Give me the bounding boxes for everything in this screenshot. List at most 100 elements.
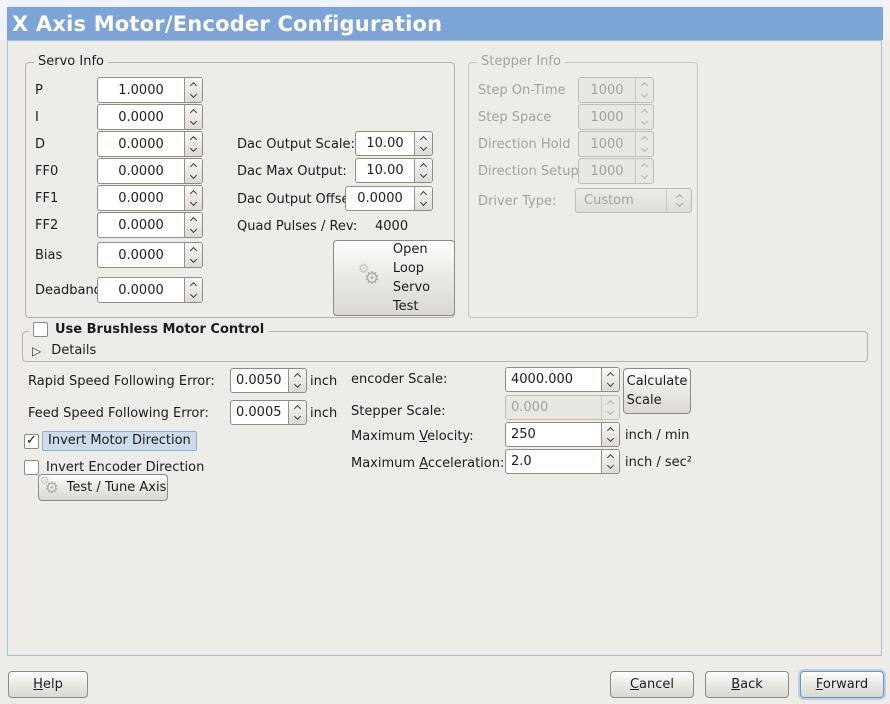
spin-up-button[interactable] <box>185 243 202 255</box>
direction-hold-value: 1000 <box>590 136 624 152</box>
bias-value[interactable]: 0.0000 <box>118 247 164 263</box>
spin-down-button[interactable] <box>602 435 619 447</box>
ff1-value[interactable]: 0.0000 <box>118 190 164 206</box>
spin-down-button[interactable] <box>415 199 432 211</box>
cancel-button[interactable]: Cancel <box>610 671 694 698</box>
spin-up-button[interactable] <box>185 132 202 144</box>
invert-encoder-label[interactable]: Invert Encoder Direction <box>46 460 205 475</box>
rapid-following-error-value[interactable]: 0.0050 <box>236 373 282 388</box>
chevron-up-icon <box>189 108 198 117</box>
back-rest: ack <box>740 677 763 692</box>
dac-output-offset-spinbox[interactable]: 0.0000 <box>345 186 433 211</box>
spin-up-button[interactable] <box>602 423 619 435</box>
chevron-up-icon <box>189 216 198 225</box>
spin-down-button[interactable] <box>185 171 202 183</box>
spin-down-button[interactable] <box>185 144 202 156</box>
spin-up-button[interactable] <box>289 369 306 381</box>
ff2-spinbox[interactable]: 0.0000 <box>97 212 203 238</box>
p-value[interactable]: 1.0000 <box>118 82 164 98</box>
ff2-value[interactable]: 0.0000 <box>118 217 164 233</box>
chevron-down-icon <box>419 171 428 179</box>
spin-down-button[interactable] <box>289 413 306 425</box>
spin-up-button[interactable] <box>415 132 432 144</box>
deadband-value[interactable]: 0.0000 <box>118 282 164 298</box>
spin-down-button[interactable] <box>185 225 202 237</box>
open-loop-servo-test-button[interactable]: ⚙ ⚙ Open Loop Servo Test <box>333 240 455 316</box>
encoder-scale-spinbox[interactable]: 4000.000 <box>505 367 620 392</box>
spin-up-button[interactable] <box>185 278 202 290</box>
p-spinbox[interactable]: 1.0000 <box>97 77 203 103</box>
spin-up-button[interactable] <box>415 187 432 199</box>
spin-down-button[interactable] <box>602 462 619 474</box>
maximum-velocity-spinbox[interactable]: 250 <box>505 422 620 447</box>
spin-up-button[interactable] <box>185 105 202 117</box>
spin-up-button[interactable] <box>185 159 202 171</box>
back-button[interactable]: Back <box>705 671 789 698</box>
chevron-up-icon <box>189 246 198 255</box>
maximum-velocity-value[interactable]: 250 <box>511 427 536 442</box>
bias-spinbox[interactable]: 0.0000 <box>97 242 203 268</box>
d-spinbox[interactable]: 0.0000 <box>97 131 203 157</box>
maximum-acceleration-spinbox[interactable]: 2.0 <box>505 449 620 474</box>
spin-down-button[interactable] <box>185 90 202 102</box>
spin-down-button[interactable] <box>185 290 202 302</box>
p-spin-buttons <box>184 78 202 102</box>
gear-large-icon: ⚙ <box>44 477 59 497</box>
chevron-up-icon <box>293 404 302 412</box>
details-expander[interactable]: ▷ Details <box>32 343 96 358</box>
ff0-spinbox[interactable]: 0.0000 <box>97 158 203 184</box>
encoder-scale-value[interactable]: 4000.000 <box>511 372 574 387</box>
forward-button[interactable]: Forward <box>800 671 884 698</box>
ff0-value[interactable]: 0.0000 <box>118 163 164 179</box>
maximum-acceleration-value[interactable]: 2.0 <box>511 454 532 469</box>
spin-down-button[interactable] <box>185 117 202 129</box>
spin-up-button[interactable] <box>185 186 202 198</box>
spin-down-button[interactable] <box>602 380 619 392</box>
help-button[interactable]: Help <box>8 671 88 698</box>
d-value[interactable]: 0.0000 <box>118 136 164 152</box>
calculate-scale-button[interactable]: Calculate Scale <box>623 368 691 414</box>
spin-up-button[interactable] <box>185 213 202 225</box>
direction-setup-spinbox: 1000 <box>578 158 654 184</box>
quad-pulses-label: Quad Pulses / Rev: <box>237 219 358 234</box>
invert-encoder-checkbox[interactable] <box>24 460 39 475</box>
spin-up-button[interactable] <box>185 78 202 90</box>
chevron-down-icon <box>606 435 615 443</box>
spin-up-button[interactable] <box>602 368 619 380</box>
direction-hold-spinbox: 1000 <box>578 131 654 157</box>
dac-output-scale-spinbox[interactable]: 10.00 <box>355 131 433 156</box>
chevron-down-icon <box>189 90 198 99</box>
maximum-velocity-label: Maximum Velocity: <box>351 429 474 445</box>
i-spinbox[interactable]: 0.0000 <box>97 104 203 130</box>
invert-motor-label[interactable]: Invert Motor Direction <box>42 431 197 451</box>
dac-output-offset-value[interactable]: 0.0000 <box>357 191 403 206</box>
velocity-rest: elocity: <box>427 429 474 444</box>
spin-down-button[interactable] <box>185 198 202 210</box>
i-value[interactable]: 0.0000 <box>118 109 164 125</box>
deadband-spin-buttons <box>184 278 202 302</box>
spin-up-button[interactable] <box>602 450 619 462</box>
feed-following-error-spinbox[interactable]: 0.0005 <box>230 400 307 425</box>
spin-up-button[interactable] <box>289 401 306 413</box>
dac-max-output-spinbox[interactable]: 10.00 <box>355 158 433 183</box>
step-on-time-spinbox: 1000 <box>578 77 654 103</box>
spin-down-button[interactable] <box>185 255 202 267</box>
spin-down-button[interactable] <box>289 381 306 393</box>
spin-down-button[interactable] <box>415 144 432 156</box>
servo-info-frame-title: Servo Info <box>34 54 108 69</box>
test-tune-axis-button[interactable]: ⚙ ⚙ Test / Tune Axis <box>38 474 168 501</box>
invert-motor-checkbox[interactable]: ✓ <box>24 434 39 449</box>
stepper-info-frame-title: Stepper Info <box>477 54 565 69</box>
dac-max-output-value[interactable]: 10.00 <box>366 163 404 178</box>
ff1-spinbox[interactable]: 0.0000 <box>97 185 203 211</box>
back-button-label: Back <box>731 677 763 692</box>
spin-up-button[interactable] <box>415 159 432 171</box>
spin-down-button[interactable] <box>415 171 432 183</box>
use-brushless-checkbox[interactable] <box>33 322 48 337</box>
dac-output-scale-value[interactable]: 10.00 <box>366 136 404 151</box>
deadband-label: Deadband <box>35 283 102 298</box>
feed-following-error-value[interactable]: 0.0005 <box>236 405 282 420</box>
rapid-following-error-spinbox[interactable]: 0.0050 <box>230 368 307 393</box>
deadband-spinbox[interactable]: 0.0000 <box>97 277 203 303</box>
gear-small-icon: ⚙ <box>357 262 370 277</box>
